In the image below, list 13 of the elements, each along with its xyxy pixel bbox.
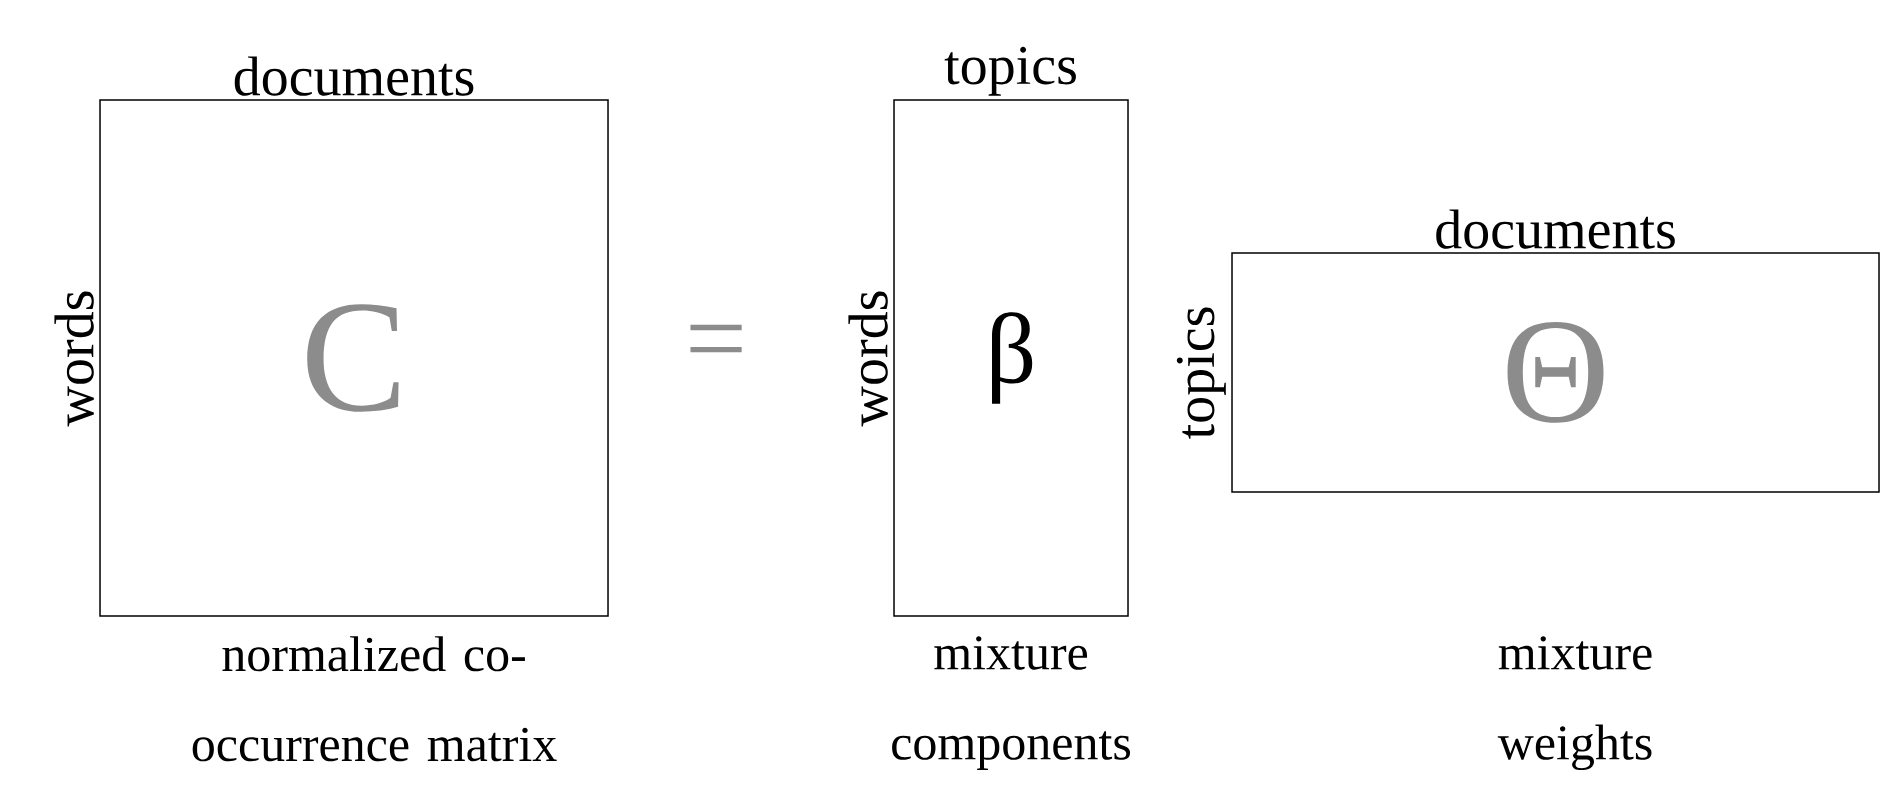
axis-label: topics bbox=[1176, 307, 1226, 439]
axis-label: words bbox=[848, 291, 888, 427]
axis-label: words bbox=[54, 291, 94, 427]
axis-label: documents bbox=[234, 56, 474, 96]
matrix-caption: mixture components bbox=[892, 636, 1131, 770]
matrix-caption: mixture weights bbox=[1497, 636, 1652, 771]
matrix-box: Θ bbox=[1231, 252, 1880, 493]
matrix-box: β bbox=[893, 99, 1129, 617]
matrix-box: C bbox=[99, 99, 609, 617]
matrix-caption: normalized co-occurrence matrix bbox=[192, 636, 557, 762]
axis-label: topics bbox=[944, 46, 1076, 96]
equals-sign: = bbox=[690, 324, 742, 353]
axis-label: documents bbox=[1436, 209, 1675, 249]
